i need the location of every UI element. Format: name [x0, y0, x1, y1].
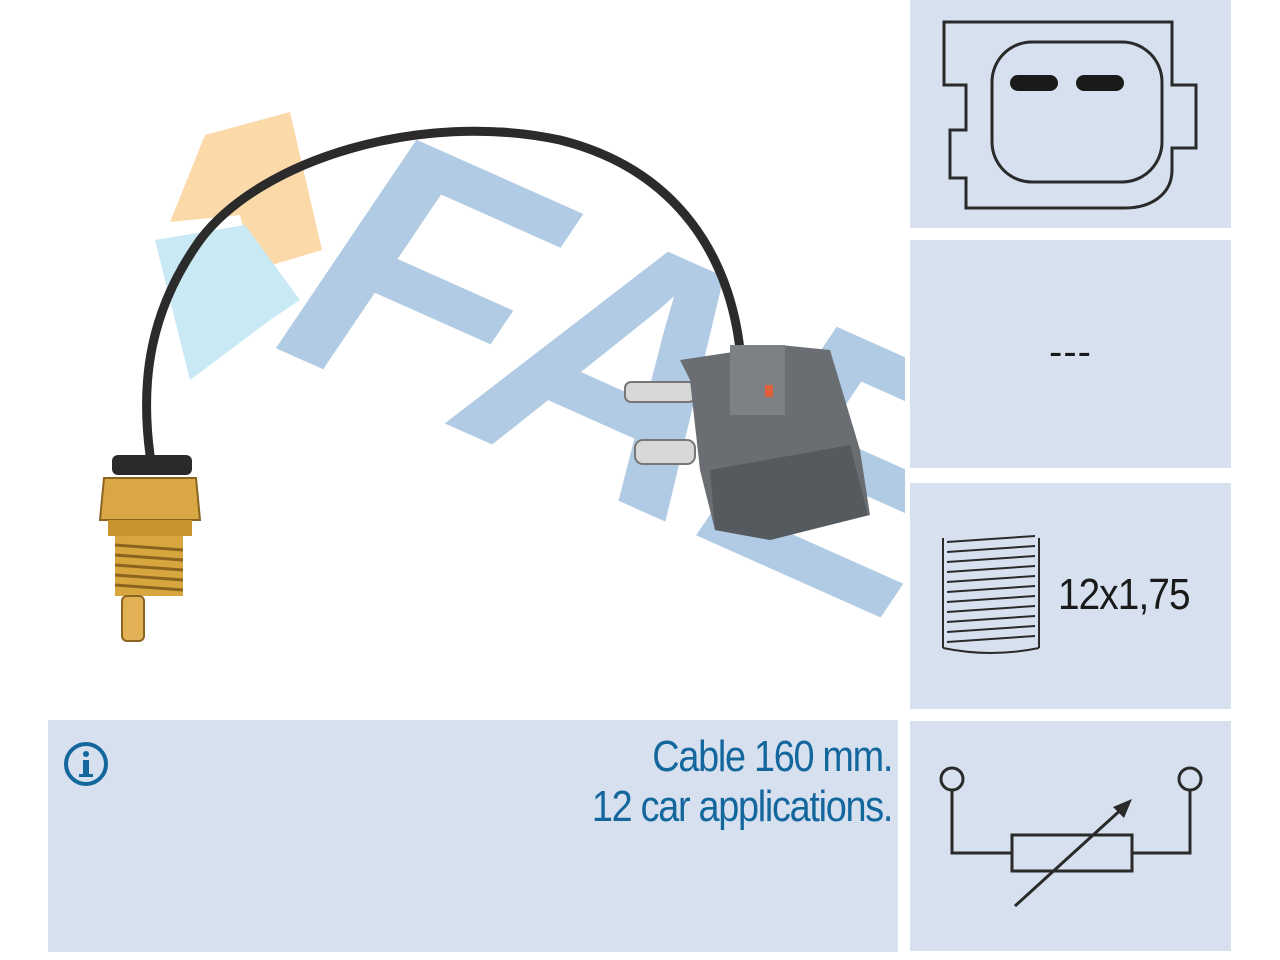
- thermistor-symbol-icon: [939, 766, 1203, 908]
- thread-icon: [942, 535, 1040, 654]
- spec-value: ---: [1049, 330, 1092, 374]
- spec-tile: [910, 240, 1231, 468]
- sensor-cable: [142, 126, 745, 460]
- connector-pinout-icon: [942, 20, 1198, 210]
- brass-sensor: [98, 455, 202, 642]
- info-panel: [48, 720, 898, 952]
- thread-size: 12x1,75: [1058, 570, 1191, 619]
- cable-length-text: Cable 160 mm.: [652, 732, 893, 781]
- connector-tile: [910, 0, 1231, 228]
- gray-connector: [624, 345, 870, 540]
- info-icon: [64, 742, 108, 786]
- applications-text: 12 car applications.: [591, 782, 894, 831]
- product-photo: FAE: [98, 64, 905, 688]
- thread-tile: [910, 483, 1231, 709]
- info-text: Cable 160 mm. 12 car applications.: [591, 732, 894, 832]
